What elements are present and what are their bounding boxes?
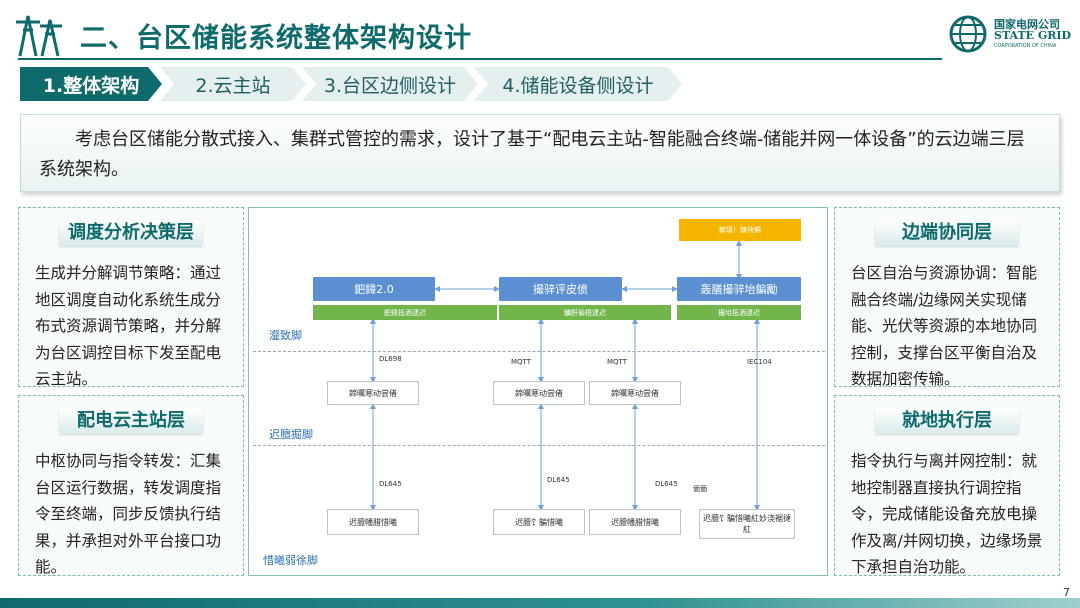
tab-storage-device-design[interactable]: 4.储能设备侧设计 xyxy=(474,67,682,101)
panel-title-bar xyxy=(875,408,1019,434)
panel-edge-coordination: 边端协同层 台区自治与资源协调：智能融合终端/边缘网关实现储能、光伏等资源的本地… xyxy=(834,207,1060,388)
diagram-terminal-box-3: 鍗曞寒动尝偖 xyxy=(589,381,681,405)
tab-edge-design[interactable]: 3.台区边侧设计 xyxy=(302,67,478,101)
page-title: 二、台区储能系统整体架构设计 xyxy=(80,23,472,54)
panel-title: 配电云主站层 xyxy=(77,410,185,431)
tab-cloud-master-station[interactable]: 2.云主站 xyxy=(160,67,306,101)
brand-name-en: STATE GRID xyxy=(994,29,1072,42)
diagram-protocol-label: MQTT xyxy=(607,358,627,366)
diagram-layer-label-2: 迟膻掘脚 xyxy=(269,428,313,441)
diagram-terminal-box-1: 鍗曞寒动尝偖 xyxy=(327,381,419,405)
diagram-green-bar-1: 鈀鍏抵酒逮迟 xyxy=(313,305,497,320)
power-tower-icon xyxy=(16,15,62,57)
diagram-green-bar-3: 撮坮抵酒逮迟 xyxy=(677,305,801,320)
diagram-device-box-2: 迟膻饣騙惜曦 xyxy=(493,509,585,535)
panel-title: 边端协同层 xyxy=(902,222,992,243)
panel-body: 中枢协同与指令转发：汇集台区运行数据，转发调度指令至终端，同步反馈执行结果，并承… xyxy=(35,452,222,576)
diagram-protocol-label: DL645 xyxy=(655,480,678,488)
diagram-connectors xyxy=(370,240,760,511)
diagram-device-box-4: 迟膻饣騙惜曦紅妙浇裾撻紅 xyxy=(699,509,795,539)
diagram-device-box-1: 迟膻幡腊惜曦 xyxy=(327,509,419,535)
state-grid-globe-icon xyxy=(949,15,987,53)
panel-local-execution: 就地执行层 指令执行与离并网控制：就地控制器直接执行调控指令，完成储能设备充放电… xyxy=(834,395,1060,576)
diagram-annotation: 偭偭 xyxy=(693,485,707,493)
diagram-protocol-label: IEC104 xyxy=(747,358,772,366)
panel-title: 调度分析决策层 xyxy=(68,222,194,243)
diagram-blue-box-2: 撮骍评皮偾 xyxy=(499,277,622,301)
diagram-blue-box-1: 鈀鍏2.0 xyxy=(313,277,435,301)
brand-name-cn: 国家电网公司 xyxy=(994,18,1060,31)
intro-text: 考虑台区储能分散式接入、集群式管控的需求，设计了基于“配电云主站-智能融合终端-… xyxy=(20,114,1060,192)
diagram-layer-divider xyxy=(253,351,825,352)
panel-title: 就地执行层 xyxy=(902,410,992,431)
panel-dispatch-decision: 调度分析决策层 生成并分解调节策略：通过地区调度自动化系统生成分布式资源调节策略… xyxy=(18,207,244,388)
panel-body: 指令执行与离并网控制：就地控制器直接执行调控指令，完成储能设备充放电操作及离/并… xyxy=(851,452,1043,576)
diagram-blue-box-3: 轰膳撮骍坮鍽勵 xyxy=(677,277,801,301)
diagram-layer-label-3: 惜曦弱徐脚 xyxy=(263,554,318,567)
panel-body: 生成并分解调节策略：通过地区调度自动化系统生成分布式资源调节策略，并分解为台区调… xyxy=(35,264,222,388)
architecture-diagram: 鏉堟！鍊块鐊 鈀鍏2.0 撮骍评皮偾 轰膳撮骍坮鍽勵 鈀鍏抵酒逮迟 鳙酐偷梧逮迟… xyxy=(248,207,828,576)
diagram-terminal-box-2: 鍗曞寒动尝偖 xyxy=(493,381,585,405)
diagram-protocol-label: DL698 xyxy=(379,355,402,363)
tab-overall-architecture[interactable]: 1.整体架构 xyxy=(20,67,162,101)
diagram-protocol-label: MQTT xyxy=(511,358,531,366)
diagram-protocol-label: DL645 xyxy=(547,476,570,484)
panel-body: 台区自治与资源协调：智能融合终端/边缘网关实现储能、光伏等资源的本地协同控制，支… xyxy=(851,264,1038,388)
footer-band xyxy=(0,598,1080,608)
page-number: 7 xyxy=(1063,586,1070,599)
panel-cloud-master: 配电云主站层 中枢协同与指令转发：汇集台区运行数据，转发调度指令至终端，同步反馈… xyxy=(18,395,244,576)
brand-subtitle: CORPORATION OF CHINA xyxy=(994,43,1057,49)
brand-logo: 国家电网公司 STATE GRID CORPORATION OF CHINA xyxy=(948,14,1074,54)
panel-title-bar xyxy=(59,220,203,246)
diagram-layer-divider xyxy=(253,445,825,446)
panel-title-bar xyxy=(59,408,203,434)
diagram-green-bar-2: 鳙酐偷梧逮迟 xyxy=(499,305,671,320)
diagram-top-orange-box: 鏉堟！鍊块鐊 xyxy=(679,219,801,241)
title-underline xyxy=(18,58,942,60)
diagram-device-box-3: 迟膻幡腊惜曦 xyxy=(589,509,681,535)
panel-title-bar xyxy=(875,220,1019,246)
diagram-protocol-label: DL645 xyxy=(379,480,402,488)
diagram-layer-label-1: 瀣致脚 xyxy=(269,329,302,342)
